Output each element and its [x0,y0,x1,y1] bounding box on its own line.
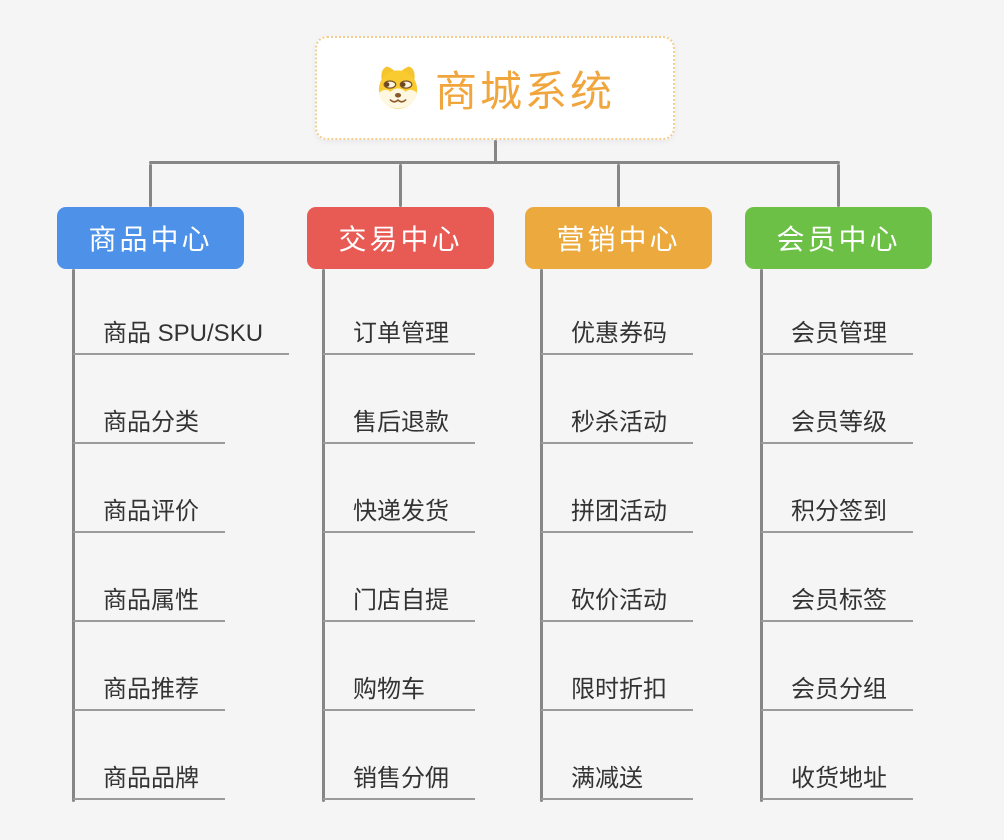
topic-item[interactable]: 会员等级 [761,398,913,444]
topic-item[interactable]: 砍价活动 [541,576,693,622]
topic-item-label: 秒杀活动 [571,409,667,436]
branch-node-marketing-center[interactable]: 营销中心 [525,207,712,269]
topic-item[interactable]: 商品品牌 [73,754,225,800]
topic-item-label: 售后退款 [353,409,449,436]
topic-item-label: 商品品牌 [103,765,199,792]
topic-item[interactable]: 拼团活动 [541,487,693,533]
branch-connector-line-product-center [149,164,152,207]
topic-item[interactable]: 优惠券码 [541,309,693,355]
topic-item[interactable]: 限时折扣 [541,665,693,711]
root-title: 商城系统 [434,67,615,115]
topic-item-label: 商品属性 [103,587,199,614]
branch-label: 营销中心 [556,224,681,255]
topic-item-label: 积分签到 [791,498,887,525]
topic-item-label: 会员标签 [791,587,887,614]
shiba-dog-icon [375,65,421,111]
trunk-line-member-center [760,269,763,802]
topic-item[interactable]: 积分签到 [761,487,913,533]
topic-item-label: 商品推荐 [103,676,199,703]
topic-item-label: 砍价活动 [571,587,667,614]
topic-item[interactable]: 会员分组 [761,665,913,711]
root-connector-line [493,140,497,164]
topic-item[interactable]: 满减送 [541,754,693,800]
branch-connector-line-marketing-center [617,164,620,207]
topic-item[interactable]: 商品 SPU/SKU [73,309,290,355]
topic-item-label: 商品评价 [103,498,199,525]
topic-item-label: 门店自提 [353,587,449,614]
topic-item[interactable]: 快递发货 [323,487,475,533]
topic-item-label: 会员管理 [791,320,887,347]
branch-node-product-center[interactable]: 商品中心 [57,207,244,269]
trunk-line-marketing-center [540,269,543,802]
branch-label: 交易中心 [338,224,463,255]
topic-item[interactable]: 订单管理 [323,309,475,355]
branch-label: 会员中心 [776,224,901,255]
topic-item-label: 会员等级 [791,409,887,436]
trunk-line-trade-center [322,269,325,802]
topic-item-label: 销售分佣 [353,765,449,792]
branch-node-trade-center[interactable]: 交易中心 [307,207,494,269]
branch-connector-line-trade-center [399,164,402,207]
topic-item[interactable]: 门店自提 [323,576,475,622]
topic-item-label: 拼团活动 [571,498,667,525]
topic-item[interactable]: 销售分佣 [323,754,475,800]
branch-label: 商品中心 [88,224,213,255]
topic-item[interactable]: 秒杀活动 [541,398,693,444]
branch-connector-line-member-center [837,164,840,207]
branch-node-member-center[interactable]: 会员中心 [745,207,932,269]
topic-item-label: 购物车 [353,676,425,703]
topic-item[interactable]: 收货地址 [761,754,913,800]
topic-item[interactable]: 会员标签 [761,576,913,622]
topic-item-label: 优惠券码 [571,320,667,347]
topic-item-label: 满减送 [571,765,643,792]
topic-item[interactable]: 购物车 [323,665,475,711]
topic-item[interactable]: 商品属性 [73,576,225,622]
topic-item-label: 商品分类 [103,409,199,436]
topic-item-label: 限时折扣 [571,676,667,703]
root-node[interactable]: 商城系统 [315,36,675,140]
topic-item-label: 会员分组 [791,676,887,703]
topic-item-label: 订单管理 [353,320,449,347]
topic-item[interactable]: 商品分类 [73,398,225,444]
bus-connector-line [149,161,840,164]
topic-item[interactable]: 会员管理 [761,309,913,355]
topic-item-label: 快递发货 [353,498,449,525]
topic-item[interactable]: 商品评价 [73,487,225,533]
topic-item-label: 收货地址 [791,765,887,792]
trunk-line-product-center [72,269,75,802]
topic-item[interactable]: 售后退款 [323,398,475,444]
topic-item-label: 商品 SPU/SKU [103,320,264,347]
topic-item[interactable]: 商品推荐 [73,665,225,711]
